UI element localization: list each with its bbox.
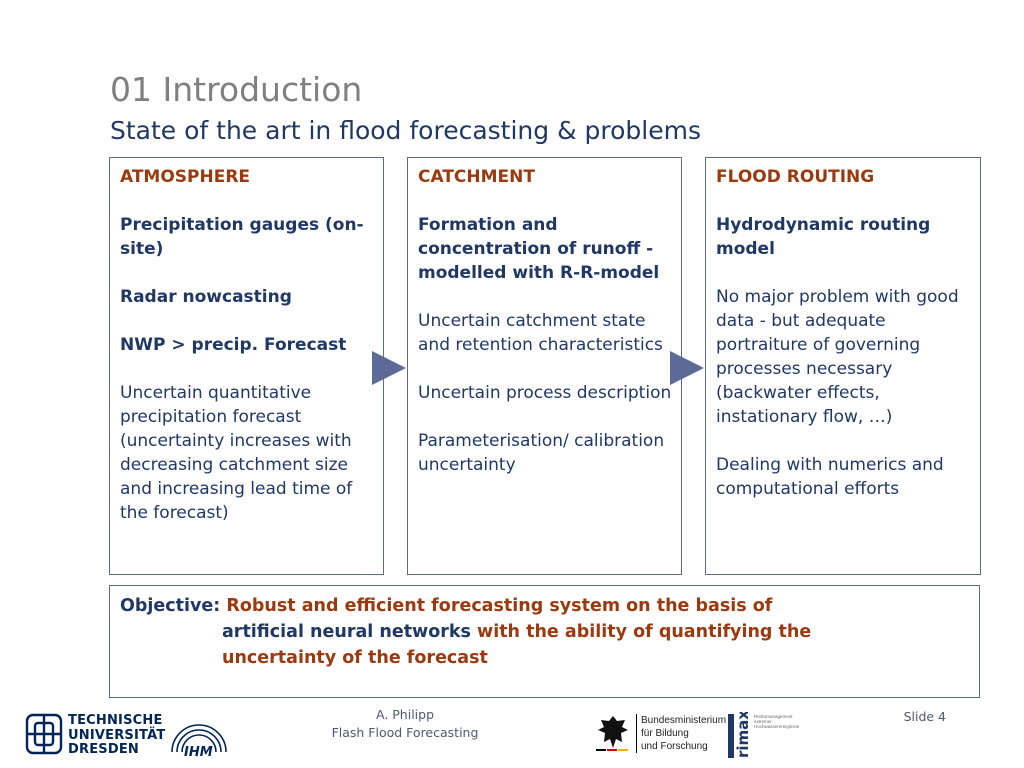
rimax-logo-icon: rimax: [728, 712, 752, 758]
atmosphere-item: NWP > precip. Forecast: [120, 335, 347, 355]
flood-routing-box: FLOOD ROUTING Hydrodynamic routing model…: [705, 157, 981, 575]
svg-text:IHM: IHM: [184, 745, 213, 760]
catchment-text: Parameterisation/ calibration uncertaint…: [418, 431, 665, 475]
slide-subtitle: State of the art in flood forecasting & …: [110, 116, 701, 145]
tu-dresden-logo-icon: [25, 713, 63, 755]
objective-text: with the ability of quantifying the: [470, 622, 812, 642]
footer-talk-title: Flash Flood Forecasting: [331, 725, 479, 740]
objective-text: uncertainty of the forecast: [222, 648, 488, 668]
rimax-tagline: Risikomanagement extremer Hochwassererei…: [754, 714, 800, 729]
objective-highlight: artificial neural networks: [222, 622, 471, 642]
flood-routing-item: Hydrodynamic routing model: [716, 215, 931, 259]
tu-dresden-wordmark: TECHNISCHE UNIVERSITÄT DRESDEN: [68, 713, 166, 757]
flood-routing-heading: FLOOD ROUTING: [716, 167, 875, 187]
federal-eagle-icon: [596, 716, 628, 751]
catchment-item: Formation and concentration of runoff - …: [418, 215, 660, 283]
right-arrow-icon: [670, 351, 704, 385]
slide-title: 01 Introduction: [110, 70, 363, 109]
catchment-heading: CATCHMENT: [418, 167, 535, 187]
slide-number: Slide 4: [903, 709, 946, 724]
footer-author: A. Philipp: [375, 707, 435, 722]
svg-text:rimax: rimax: [734, 712, 752, 758]
catchment-box: CATCHMENT Formation and concentration of…: [407, 157, 682, 575]
right-arrow-icon: [372, 351, 406, 385]
atmosphere-box: ATMOSPHERE Precipitation gauges (on-site…: [109, 157, 384, 575]
atmosphere-heading: ATMOSPHERE: [120, 167, 251, 187]
flood-routing-text: Dealing with numerics and computational …: [716, 455, 944, 499]
objective-box: Objective: Robust and efficient forecast…: [109, 585, 980, 698]
bmbf-wordmark: Bundesministerium für Bildung und Forsch…: [636, 714, 726, 753]
flood-routing-text: No major problem with good data - but ad…: [716, 287, 959, 427]
catchment-text: Uncertain catchment state and retention …: [418, 311, 663, 355]
atmosphere-item: Precipitation gauges (on-site): [120, 215, 364, 259]
footer-credits: A. Philipp Flash Flood Forecasting: [300, 706, 510, 742]
ihm-logo-icon: IHM: [171, 724, 227, 760]
objective-text: Robust and efficient forecasting system …: [226, 596, 773, 616]
atmosphere-text: Uncertain quantitative precipitation for…: [120, 383, 353, 523]
objective-label: Objective:: [120, 596, 221, 616]
atmosphere-item: Radar nowcasting: [120, 287, 292, 307]
catchment-text: Uncertain process description: [418, 383, 672, 403]
